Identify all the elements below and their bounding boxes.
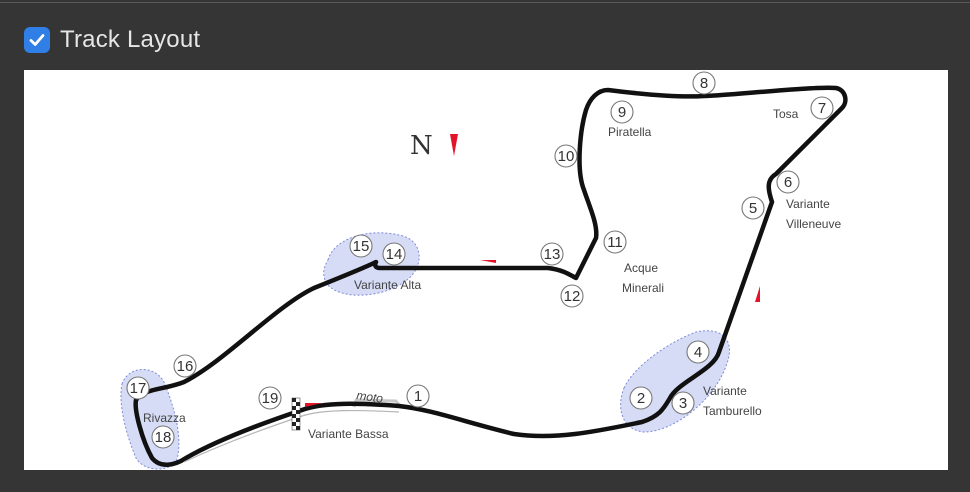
corner-marker: 4 <box>686 340 710 364</box>
svg-text:10: 10 <box>558 148 575 165</box>
corner-name-tosa: Tosa <box>773 107 799 121</box>
corner-marker: 2 <box>629 386 653 410</box>
section-title: Track Layout <box>60 26 201 53</box>
direction-arrow-icon <box>305 403 322 407</box>
svg-text:12: 12 <box>564 288 581 305</box>
direction-arrow-icon <box>480 260 496 263</box>
corner-marker: 5 <box>741 196 765 220</box>
moto-label: moto <box>356 388 385 406</box>
corner-marker: 12 <box>560 284 584 308</box>
svg-text:17: 17 <box>130 380 147 397</box>
checkmark-icon <box>29 34 45 46</box>
corner-name-acque: Acque <box>624 261 658 275</box>
corner-name-villeneuve: Villeneuve <box>786 217 841 231</box>
track-map: N 1 2 3 4 5 6 7 8 9 10 11 12 13 14 15 16… <box>120 71 848 470</box>
corner-name-variante-bassa: Variante Bassa <box>308 427 389 441</box>
corner-marker: 11 <box>603 230 627 254</box>
svg-text:19: 19 <box>262 390 279 407</box>
svg-text:16: 16 <box>177 358 194 375</box>
north-label: N <box>410 131 433 161</box>
corner-marker: 8 <box>692 71 716 95</box>
corner-marker: 15 <box>349 234 373 258</box>
corner-name-variante: Variante <box>786 197 830 211</box>
corner-marker: 9 <box>610 100 634 124</box>
direction-arrow-icon <box>755 286 760 302</box>
north-indicator: N <box>410 131 458 161</box>
track-layout-header: Track Layout <box>24 24 200 56</box>
corner-name-variante-alta: Variante Alta <box>354 278 421 292</box>
corner-marker: 1 <box>406 384 430 408</box>
corner-marker: 18 <box>151 425 175 449</box>
svg-text:7: 7 <box>818 100 826 117</box>
svg-text:13: 13 <box>544 246 561 263</box>
pit-lane-line <box>183 409 400 463</box>
top-divider <box>0 2 970 3</box>
svg-text:1: 1 <box>414 388 422 405</box>
corner-marker: 3 <box>671 391 695 415</box>
track-outline <box>133 85 848 467</box>
corner-name-tamburello: Tamburello <box>703 404 762 418</box>
svg-text:6: 6 <box>784 174 792 191</box>
corner-name-piratella: Piratella <box>608 125 652 139</box>
corner-name-variante-tamburello: Variante <box>703 384 747 398</box>
track-map-panel: N 1 2 3 4 5 6 7 8 9 10 11 12 13 14 15 16… <box>24 70 948 470</box>
corner-marker: 17 <box>126 376 150 400</box>
direction-arrows <box>305 260 760 407</box>
start-finish-line <box>291 397 301 431</box>
svg-text:8: 8 <box>700 75 708 92</box>
corner-marker: 16 <box>173 354 197 378</box>
svg-text:15: 15 <box>353 238 370 255</box>
corner-marker: 13 <box>540 242 564 266</box>
svg-text:9: 9 <box>618 104 626 121</box>
svg-text:11: 11 <box>607 234 623 251</box>
svg-text:3: 3 <box>679 395 687 412</box>
track-layout-checkbox[interactable] <box>24 27 50 53</box>
corner-name-minerali: Minerali <box>622 281 664 295</box>
corner-marker: 14 <box>382 242 406 266</box>
svg-text:4: 4 <box>694 344 702 361</box>
svg-text:18: 18 <box>155 429 172 446</box>
svg-text:2: 2 <box>637 390 645 407</box>
corner-marker: 7 <box>810 96 834 120</box>
corner-markers: 1 2 3 4 5 6 7 8 9 10 11 12 13 14 15 16 1… <box>126 71 834 449</box>
corner-marker: 19 <box>258 386 282 410</box>
corner-name-rivazza: Rivazza <box>143 411 186 425</box>
corner-marker: 10 <box>554 144 578 168</box>
svg-text:14: 14 <box>386 246 403 263</box>
corner-names: Tosa Piratella Variante Villeneuve Acque… <box>143 107 841 441</box>
svg-text:5: 5 <box>749 200 757 217</box>
north-arrow-icon <box>450 134 458 156</box>
corner-marker: 6 <box>776 170 800 194</box>
